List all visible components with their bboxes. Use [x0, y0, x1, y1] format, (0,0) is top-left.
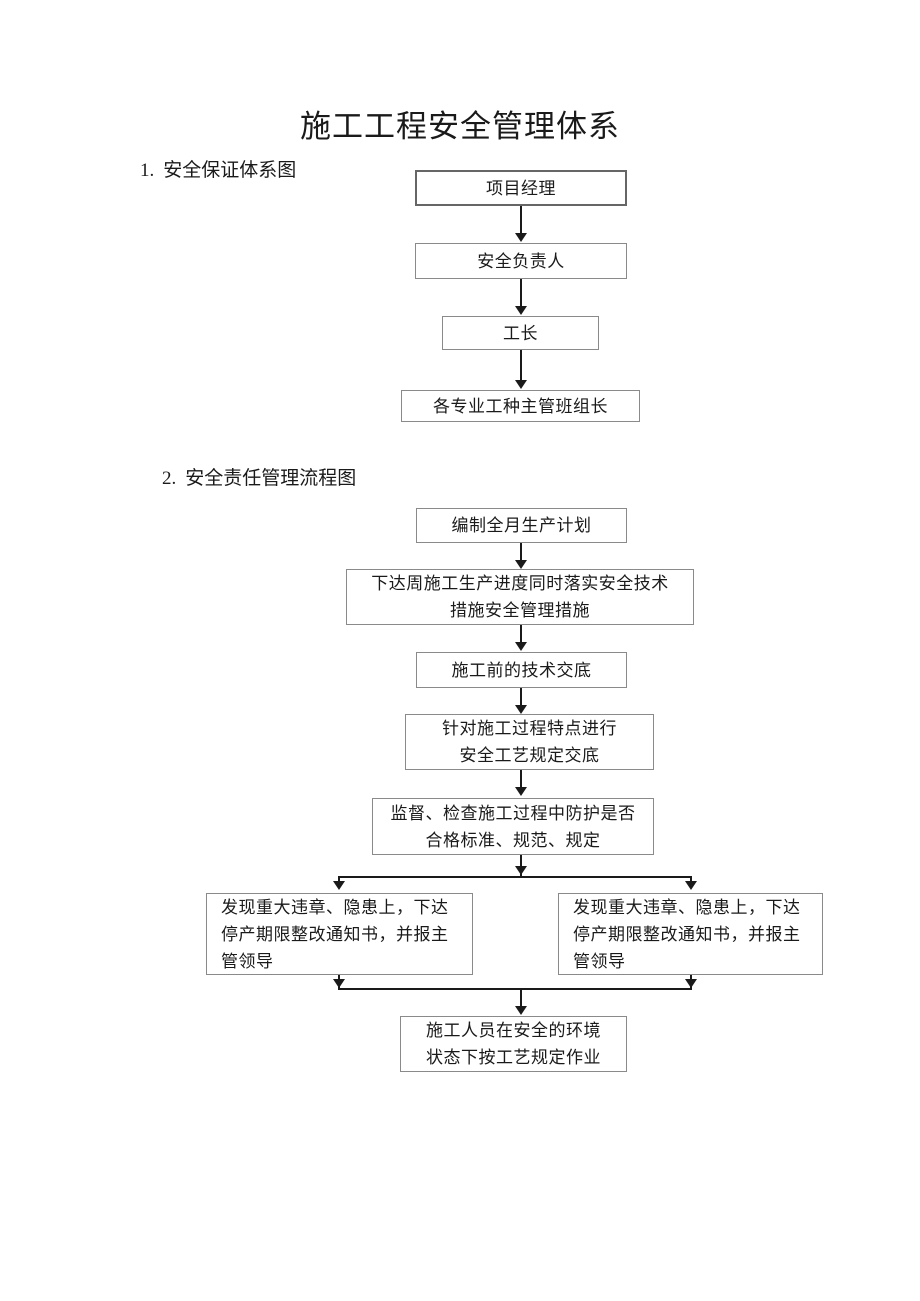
flow-node-violation-notice-left-line2: 停产期限整改通知书，并报主 — [221, 924, 449, 944]
connector-merge-bar — [338, 988, 692, 990]
flow-node-process-specific-briefing-line1: 针对施工过程特点进行 — [442, 719, 617, 738]
connector-line-m5-split — [520, 855, 522, 876]
flow-node-violation-notice-right: 发现重大违章、隐患上，下达 停产期限整改通知书，并报主 管领导 — [558, 893, 823, 975]
connector-arrow-m1-m2 — [515, 560, 527, 569]
connector-split-bar — [338, 876, 692, 878]
connector-arrow-split-right — [685, 881, 697, 890]
connector-arrow-m5-split-center — [515, 866, 527, 875]
connector-arrow-split-left — [333, 881, 345, 890]
flow-node-supervision-inspection: 监督、检查施工过程中防护是否 合格标准、规范、规定 — [372, 798, 654, 855]
flow-node-weekly-schedule-line2: 措施安全管理措施 — [450, 601, 590, 620]
connector-arrow-m3-m4 — [515, 705, 527, 714]
section-2-heading: 2. 安全责任管理流程图 — [162, 466, 356, 492]
flow-node-violation-notice-left: 发现重大违章、隐患上，下达 停产期限整改通知书，并报主 管领导 — [206, 893, 473, 975]
connector-line-m1-m2 — [520, 543, 522, 565]
connector-arrow-merge-m7 — [515, 1006, 527, 1015]
connector-line-m3-m4 — [520, 688, 522, 710]
flow-node-safe-operation: 施工人员在安全的环境 状态下按工艺规定作业 — [400, 1016, 627, 1072]
section-2-title: 安全责任管理流程图 — [185, 468, 357, 489]
connector-arrow-n2-n3 — [515, 306, 527, 315]
connector-arrow-merge-right — [685, 979, 697, 988]
connector-arrow-n3-n4 — [515, 380, 527, 389]
connector-line-m4-m5 — [520, 770, 522, 792]
flow-node-violation-notice-left-line1: 发现重大违章、隐患上，下达 — [221, 897, 449, 917]
flow-node-supervision-inspection-line2: 合格标准、规范、规定 — [425, 830, 601, 850]
connector-line-n1-n2 — [520, 206, 522, 237]
flow-node-project-manager: 项目经理 — [415, 170, 627, 206]
flow-node-safe-operation-line2: 状态下按工艺规定作业 — [426, 1048, 601, 1067]
page-title: 施工工程安全管理体系 — [300, 109, 620, 144]
connector-arrow-m4-m5 — [515, 787, 527, 796]
flow-node-weekly-schedule-line1: 下达周施工生产进度同时落实安全技术 — [371, 574, 669, 593]
flow-node-trade-team-leader: 各专业工种主管班组长 — [401, 390, 640, 422]
section-1-title: 安全保证体系图 — [163, 160, 297, 181]
flow-node-process-specific-briefing-line2: 安全工艺规定交底 — [459, 746, 600, 765]
connector-line-merge-m7 — [520, 988, 522, 1012]
connector-arrow-merge-left — [333, 979, 345, 988]
flow-node-violation-notice-right-line2: 停产期限整改通知书，并报主 — [573, 924, 801, 944]
flow-node-process-specific-briefing: 针对施工过程特点进行 安全工艺规定交底 — [405, 714, 654, 770]
flow-node-supervision-inspection-line1: 监督、检查施工过程中防护是否 — [390, 803, 636, 823]
flow-node-weekly-schedule: 下达周施工生产进度同时落实安全技术 措施安全管理措施 — [346, 569, 694, 625]
connector-arrow-m2-m3 — [515, 642, 527, 651]
section-1-number: 1. — [140, 160, 155, 181]
flow-node-monthly-plan: 编制全月生产计划 — [416, 508, 627, 543]
connector-line-m2-m3 — [520, 625, 522, 647]
flow-node-violation-notice-right-line1: 发现重大违章、隐患上，下达 — [573, 897, 801, 917]
flow-node-pre-construction-briefing: 施工前的技术交底 — [416, 652, 627, 688]
flow-node-safety-officer: 安全负责人 — [415, 243, 627, 279]
flow-node-safe-operation-line1: 施工人员在安全的环境 — [426, 1021, 601, 1040]
flow-node-violation-notice-right-line3: 管领导 — [573, 951, 626, 971]
connector-line-n3-n4 — [520, 350, 522, 384]
section-1-heading: 1. 安全保证体系图 — [140, 158, 296, 184]
section-2-number: 2. — [162, 468, 177, 489]
flow-node-violation-notice-left-line3: 管领导 — [221, 951, 274, 971]
flow-node-foreman: 工长 — [442, 316, 599, 350]
connector-arrow-n1-n2 — [515, 233, 527, 242]
connector-line-n2-n3 — [520, 279, 522, 310]
